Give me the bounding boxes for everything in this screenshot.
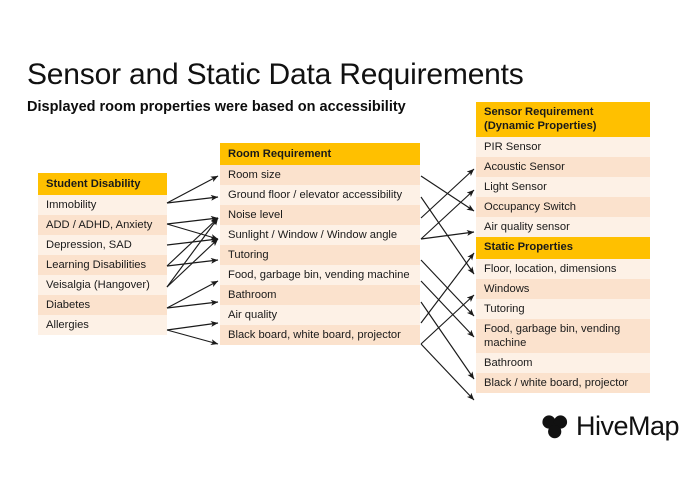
list-item[interactable]: Air quality	[220, 305, 420, 325]
list-item[interactable]: Floor, location, dimensions	[476, 258, 650, 279]
list-item[interactable]: Food, garbage bin, vending machine	[476, 318, 650, 353]
list-item[interactable]: PIR Sensor	[476, 137, 650, 157]
list-item[interactable]: Windows	[476, 278, 650, 299]
list-item[interactable]: Learning Disabilities	[38, 255, 167, 275]
column-header-static-properties: Static Properties	[476, 237, 650, 259]
list-item[interactable]: ADD / ADHD, Anxiety	[38, 215, 167, 235]
column-header-room-requirement: Room Requirement	[220, 143, 420, 165]
list-item[interactable]: Bathroom	[476, 352, 650, 373]
hivemap-logo: HiveMap	[539, 410, 680, 441]
list-item[interactable]: Noise level	[220, 205, 420, 225]
list-item[interactable]: Black board, white board, projector	[220, 325, 420, 345]
list-item[interactable]: Black / white board, projector	[476, 372, 650, 393]
list-item[interactable]: Light Sensor	[476, 177, 650, 197]
list-item[interactable]: Food, garbage bin, vending machine	[220, 265, 420, 285]
list-item[interactable]: Immobility	[38, 195, 167, 215]
list-item[interactable]: Sunlight / Window / Window angle	[220, 225, 420, 245]
page-title: Sensor and Static Data Requirements	[27, 58, 524, 91]
list-item[interactable]: Ground floor / elevator accessibility	[220, 185, 420, 205]
list-item[interactable]: Depression, SAD	[38, 235, 167, 255]
list-item[interactable]: Diabetes	[38, 295, 167, 315]
list-item[interactable]: Veisalgia (Hangover)	[38, 275, 167, 295]
list-item[interactable]: Allergies	[38, 315, 167, 335]
hive-cluster-icon	[542, 415, 568, 439]
sensor-requirement-column: Sensor Requirement (Dynamic Properties) …	[476, 102, 650, 393]
column-header-student-disability: Student Disability	[38, 173, 167, 195]
list-item[interactable]: Bathroom	[220, 285, 420, 305]
list-item[interactable]: Acoustic Sensor	[476, 157, 650, 177]
list-item[interactable]: Tutoring	[476, 298, 650, 319]
room-requirement-column: Room Requirement Room size Ground floor …	[220, 143, 420, 345]
student-disability-column: Student Disability Immobility ADD / ADHD…	[38, 173, 167, 335]
page-subtitle: Displayed room properties were based on …	[27, 99, 406, 115]
list-item[interactable]: Occupancy Switch	[476, 197, 650, 217]
list-item[interactable]: Tutoring	[220, 245, 420, 265]
column-header-line-1: Sensor Requirement	[484, 106, 594, 118]
list-item[interactable]: Room size	[220, 165, 420, 185]
column-header-line-2: (Dynamic Properties)	[484, 119, 597, 132]
logo-text: HiveMap	[576, 410, 680, 441]
list-item[interactable]: Air quality sensor	[476, 217, 650, 237]
column-header-sensor-requirement: Sensor Requirement (Dynamic Properties)	[476, 102, 650, 137]
